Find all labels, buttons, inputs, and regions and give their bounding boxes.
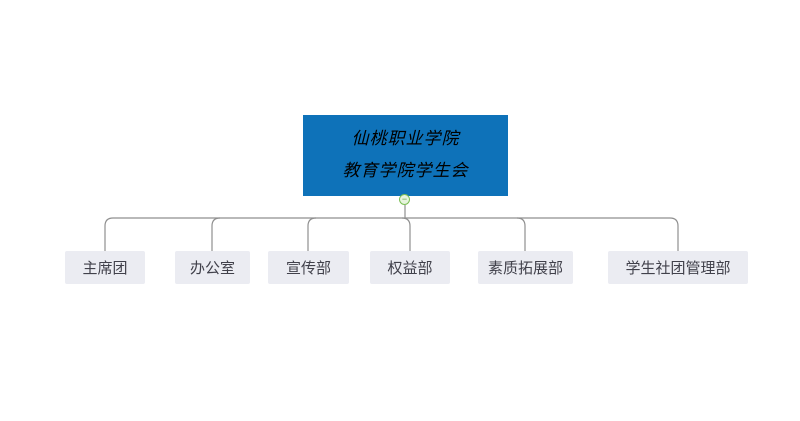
child-node-quality-development-dept[interactable]: 素质拓展部 [478, 251, 573, 284]
root-title-line-1: 仙桃职业学院 [351, 129, 460, 149]
root-node[interactable]: 仙桃职业学院 教育学院学生会 [303, 115, 508, 196]
child-node-rights-dept[interactable]: 权益部 [370, 251, 450, 284]
connector-drop-3 [307, 217, 317, 251]
connector-drop-4 [401, 217, 411, 251]
connector-drop-2 [211, 217, 221, 251]
child-node-office[interactable]: 办公室 [175, 251, 250, 284]
root-title-line-2: 教育学院学生会 [342, 161, 469, 181]
connector-drop-5 [516, 217, 526, 251]
child-node-publicity-dept[interactable]: 宣传部 [268, 251, 349, 284]
collapse-minus-icon[interactable]: − [399, 194, 410, 205]
connector-bus [104, 217, 679, 251]
child-node-student-club-management-dept[interactable]: 学生社团管理部 [608, 251, 748, 284]
child-node-presidium[interactable]: 主席团 [65, 251, 145, 284]
